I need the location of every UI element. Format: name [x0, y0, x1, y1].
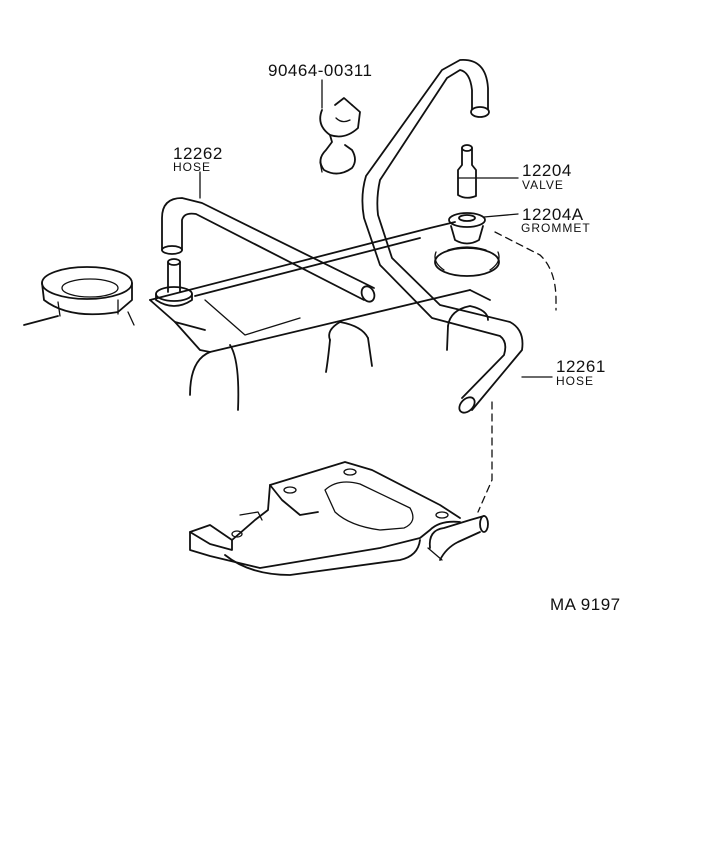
- hose-clamp: [319, 97, 361, 175]
- intake-manifold: [189, 461, 489, 576]
- callout-hose-12262-part-number: 12262: [173, 144, 223, 163]
- leader-lines: [199, 79, 553, 378]
- callout-valve-part-number: 12204: [522, 161, 572, 180]
- callout-hose-12262-name: HOSE: [173, 160, 212, 174]
- cylinder-head-cover: [23, 221, 557, 411]
- hose-12262: [161, 197, 376, 303]
- hose-12261: [361, 59, 524, 414]
- callout-clamp-part-number: 90464-00311: [268, 61, 373, 80]
- callout-grommet-name: GROMMET: [521, 221, 591, 235]
- connection-line: [477, 401, 493, 513]
- cover-nipple-fitting: [155, 258, 193, 307]
- pcv-valve: [457, 144, 477, 199]
- figure-code: MA 9197: [550, 595, 621, 614]
- callout-valve-name: VALVE: [522, 178, 564, 192]
- callout-hose-12261-part-number: 12261: [556, 357, 606, 376]
- callout-hose-12261-name: HOSE: [556, 374, 595, 388]
- grommet: [434, 212, 500, 277]
- callout-grommet-part-number: 12204A: [522, 205, 584, 224]
- oil-filler-cap: [41, 266, 135, 326]
